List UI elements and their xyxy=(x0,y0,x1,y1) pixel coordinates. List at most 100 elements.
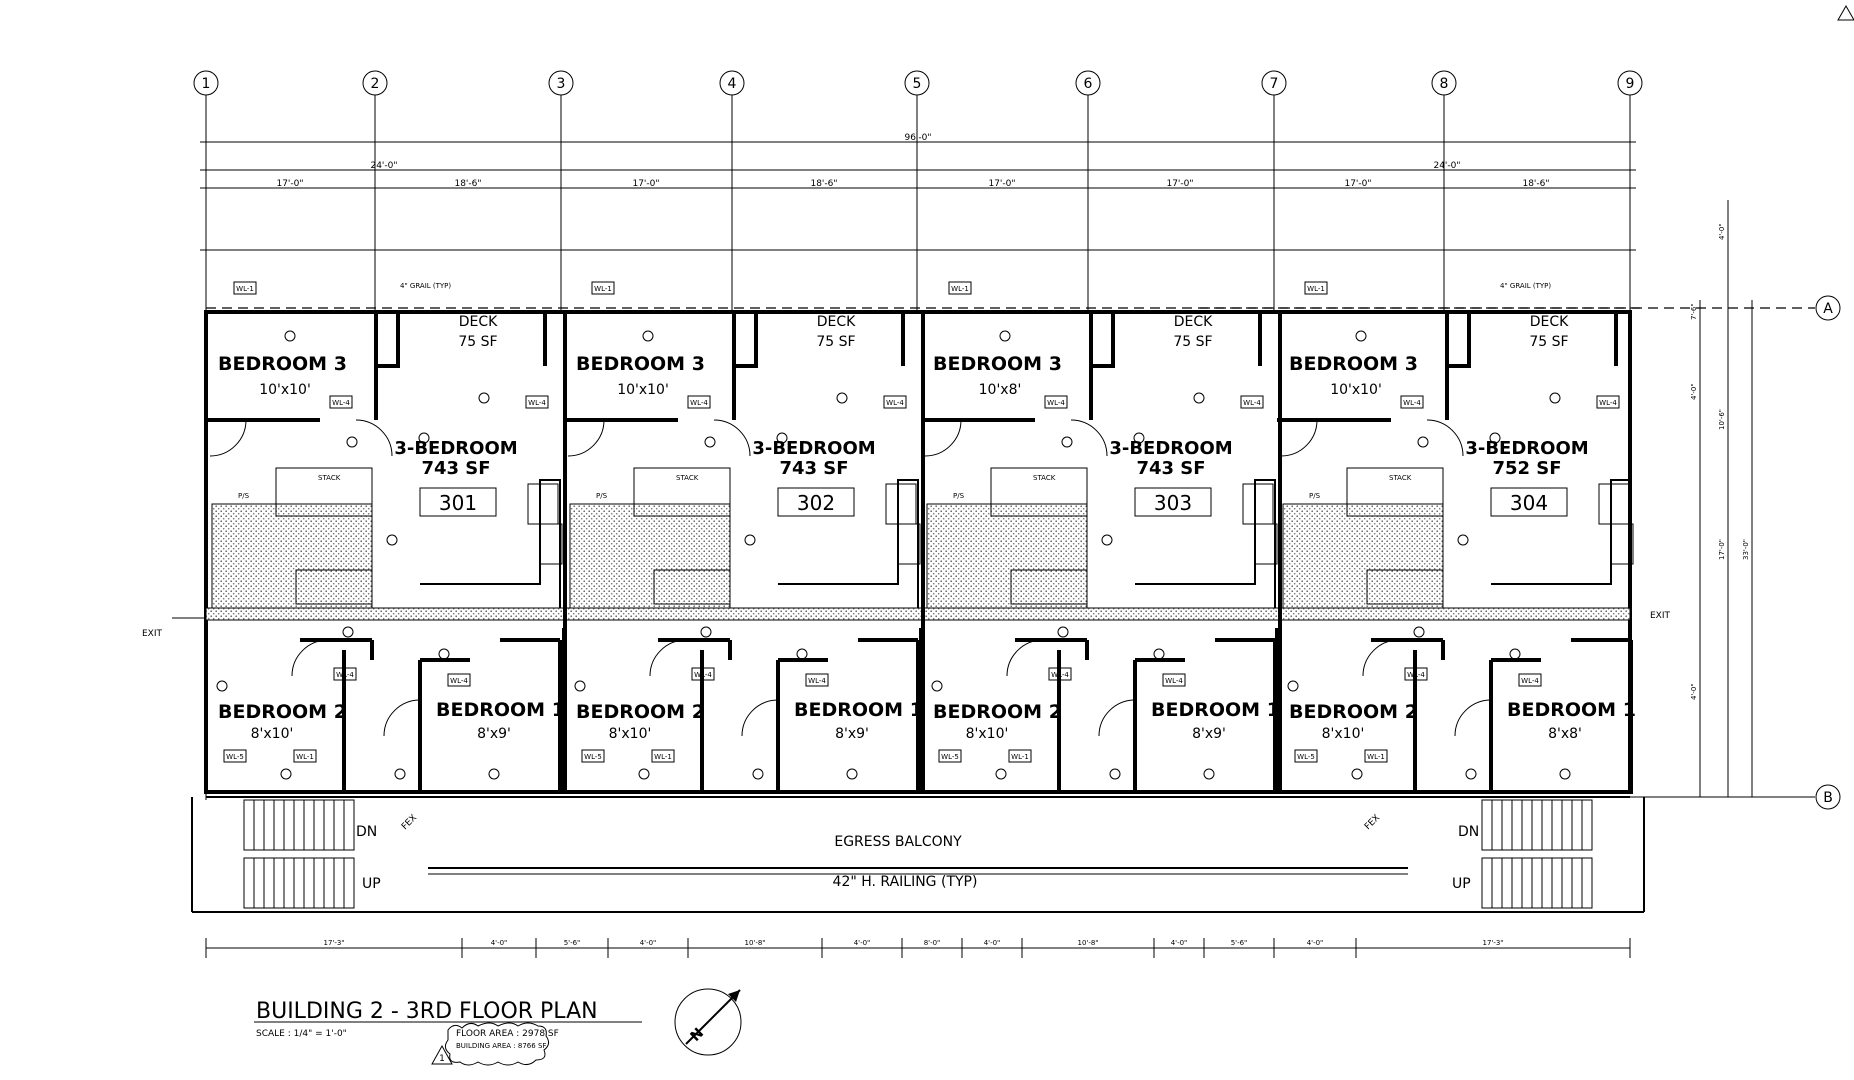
wall-light-tag xyxy=(1294,749,1318,763)
right-dimensions: 4'-0" 7'-6" 4'-0" 10'-6" 17'-0" 4'-0" 33… xyxy=(1690,200,1753,797)
outlet-marker xyxy=(418,432,430,444)
title-block: BUILDING 2 - 3RD FLOOR PLAN SCALE : 1/4"… xyxy=(254,988,742,1066)
drawing-title: BUILDING 2 - 3RD FLOOR PLAN xyxy=(256,999,598,1024)
door-swing xyxy=(355,419,393,457)
dim-bottom: 4'-0" xyxy=(854,939,871,947)
bedroom3-wall xyxy=(206,310,378,422)
unit-area: 743 SF xyxy=(1136,458,1205,479)
outlet-marker xyxy=(1193,392,1205,404)
wall-light-label: WL-4 xyxy=(528,399,546,407)
wall-light-label: WL-1 xyxy=(296,753,314,761)
outlet-marker xyxy=(1355,330,1367,342)
outlet-marker xyxy=(386,534,398,546)
door-swing xyxy=(1070,419,1108,457)
outlet-marker xyxy=(574,680,586,692)
floor-area: FLOOR AREA : 2978 SF xyxy=(456,1029,559,1039)
unit-area: 743 SF xyxy=(779,458,848,479)
bedroom3-label: BEDROOM 3 xyxy=(576,353,705,375)
top-dimensions: 96'-0" 24'-0" 24'-0" 17'-0" 18'-6" 17'-0… xyxy=(200,133,1636,251)
dim-bay: 17'-0" xyxy=(1166,179,1193,189)
wall-light-label: WL-5 xyxy=(1297,753,1315,761)
wall-light-tag xyxy=(883,395,907,409)
outlet-marker xyxy=(1203,768,1215,780)
dim-bay: 17'-0" xyxy=(1344,179,1371,189)
bedroom3-label: BEDROOM 3 xyxy=(1289,353,1418,375)
wall-light-tag xyxy=(591,281,615,295)
bottom-dimensions: 17'-3"4'-0"5'-6"4'-0"10'-8"4'-0"8'-0"4'-… xyxy=(205,938,1631,958)
door-swing xyxy=(1280,419,1318,457)
bedroom1-size: 8'x9' xyxy=(477,726,511,742)
wall-light-label: WL-4 xyxy=(886,399,904,407)
outlet-marker xyxy=(1287,680,1299,692)
dim-bay: 17'-0" xyxy=(276,179,303,189)
wall-light-label: WL-4 xyxy=(1599,399,1617,407)
unit-type: 3-BEDROOM xyxy=(394,438,517,459)
grid-line-8: 8 xyxy=(1431,70,1457,312)
fridge xyxy=(527,483,559,525)
grid-label: 8 xyxy=(1440,76,1449,92)
dim-bottom: 5'-6" xyxy=(1231,939,1248,947)
bedroom1-size: 8'x9' xyxy=(1192,726,1226,742)
wall-light-tag xyxy=(581,749,605,763)
grid-line-9: 9 xyxy=(1617,70,1643,312)
wall-light-tag xyxy=(223,749,247,763)
wall-light-tag xyxy=(691,667,715,681)
egress-balcony-label: EGRESS BALCONY xyxy=(834,834,962,850)
dim-overall: 96'-0" xyxy=(904,133,931,143)
outlet-marker xyxy=(216,680,228,692)
unit-number: 301 xyxy=(439,491,477,515)
wall-light-tag xyxy=(651,749,675,763)
range xyxy=(1254,523,1278,565)
dim-half: 24'-0" xyxy=(1433,161,1460,171)
wall-light-label: WL-5 xyxy=(584,753,602,761)
wall-light-tag xyxy=(333,667,357,681)
lower-walls xyxy=(562,628,920,794)
fridge xyxy=(1598,483,1630,525)
wall-light-label: WL-4 xyxy=(1407,671,1425,679)
outlet-marker xyxy=(836,392,848,404)
wall-light-label: WL-1 xyxy=(654,753,672,761)
wall-light-label: WL-1 xyxy=(1011,753,1029,761)
outlet-marker xyxy=(346,436,358,448)
bedroom2-label: BEDROOM 2 xyxy=(933,701,1062,723)
ps-label: P/S xyxy=(953,492,965,500)
door-swing xyxy=(741,699,779,737)
wall-light-tag xyxy=(1048,667,1072,681)
dim-bottom: 17'-3" xyxy=(323,939,344,947)
outlet-marker xyxy=(1351,768,1363,780)
outlet-marker xyxy=(638,768,650,780)
stack-label: STACK xyxy=(1389,474,1412,482)
unit-number: 304 xyxy=(1510,491,1548,515)
wall-light-tag xyxy=(1404,667,1428,681)
outlet-marker xyxy=(776,432,788,444)
grid-line-3: 3 xyxy=(548,70,574,312)
wall-light-label: WL-1 xyxy=(236,285,254,293)
grid-label: 1 xyxy=(202,76,211,92)
stack-label: STACK xyxy=(1033,474,1056,482)
ps-label: P/S xyxy=(238,492,250,500)
wall-light-tag xyxy=(1044,395,1068,409)
stack-label: STACK xyxy=(676,474,699,482)
rail-label: 4" GRAIL (TYP) xyxy=(1500,282,1551,290)
grid-label-b: B xyxy=(1823,790,1833,806)
dim-bottom: 4'-0" xyxy=(1307,939,1324,947)
dim-right: 4'-0" xyxy=(1690,383,1698,400)
unit-area: 743 SF xyxy=(421,458,490,479)
wall-light-label: WL-4 xyxy=(694,671,712,679)
wall-light-label: WL-1 xyxy=(1367,753,1385,761)
outlet-marker xyxy=(342,626,354,638)
deck-label: DECK xyxy=(459,314,498,330)
deck-area: 75 SF xyxy=(1529,334,1568,350)
wall-light-label: WL-4 xyxy=(1051,671,1069,679)
vanity xyxy=(275,467,373,517)
unit-type: 3-BEDROOM xyxy=(1465,438,1588,459)
dim-right: 7'-6" xyxy=(1690,303,1698,320)
wall-light-tag xyxy=(1162,673,1186,687)
dim-bay: 17'-0" xyxy=(632,179,659,189)
outlet-marker xyxy=(846,768,858,780)
unit-number-box xyxy=(777,487,855,517)
wall-light-tag xyxy=(687,395,711,409)
dim-bottom: 10'-8" xyxy=(1077,939,1098,947)
